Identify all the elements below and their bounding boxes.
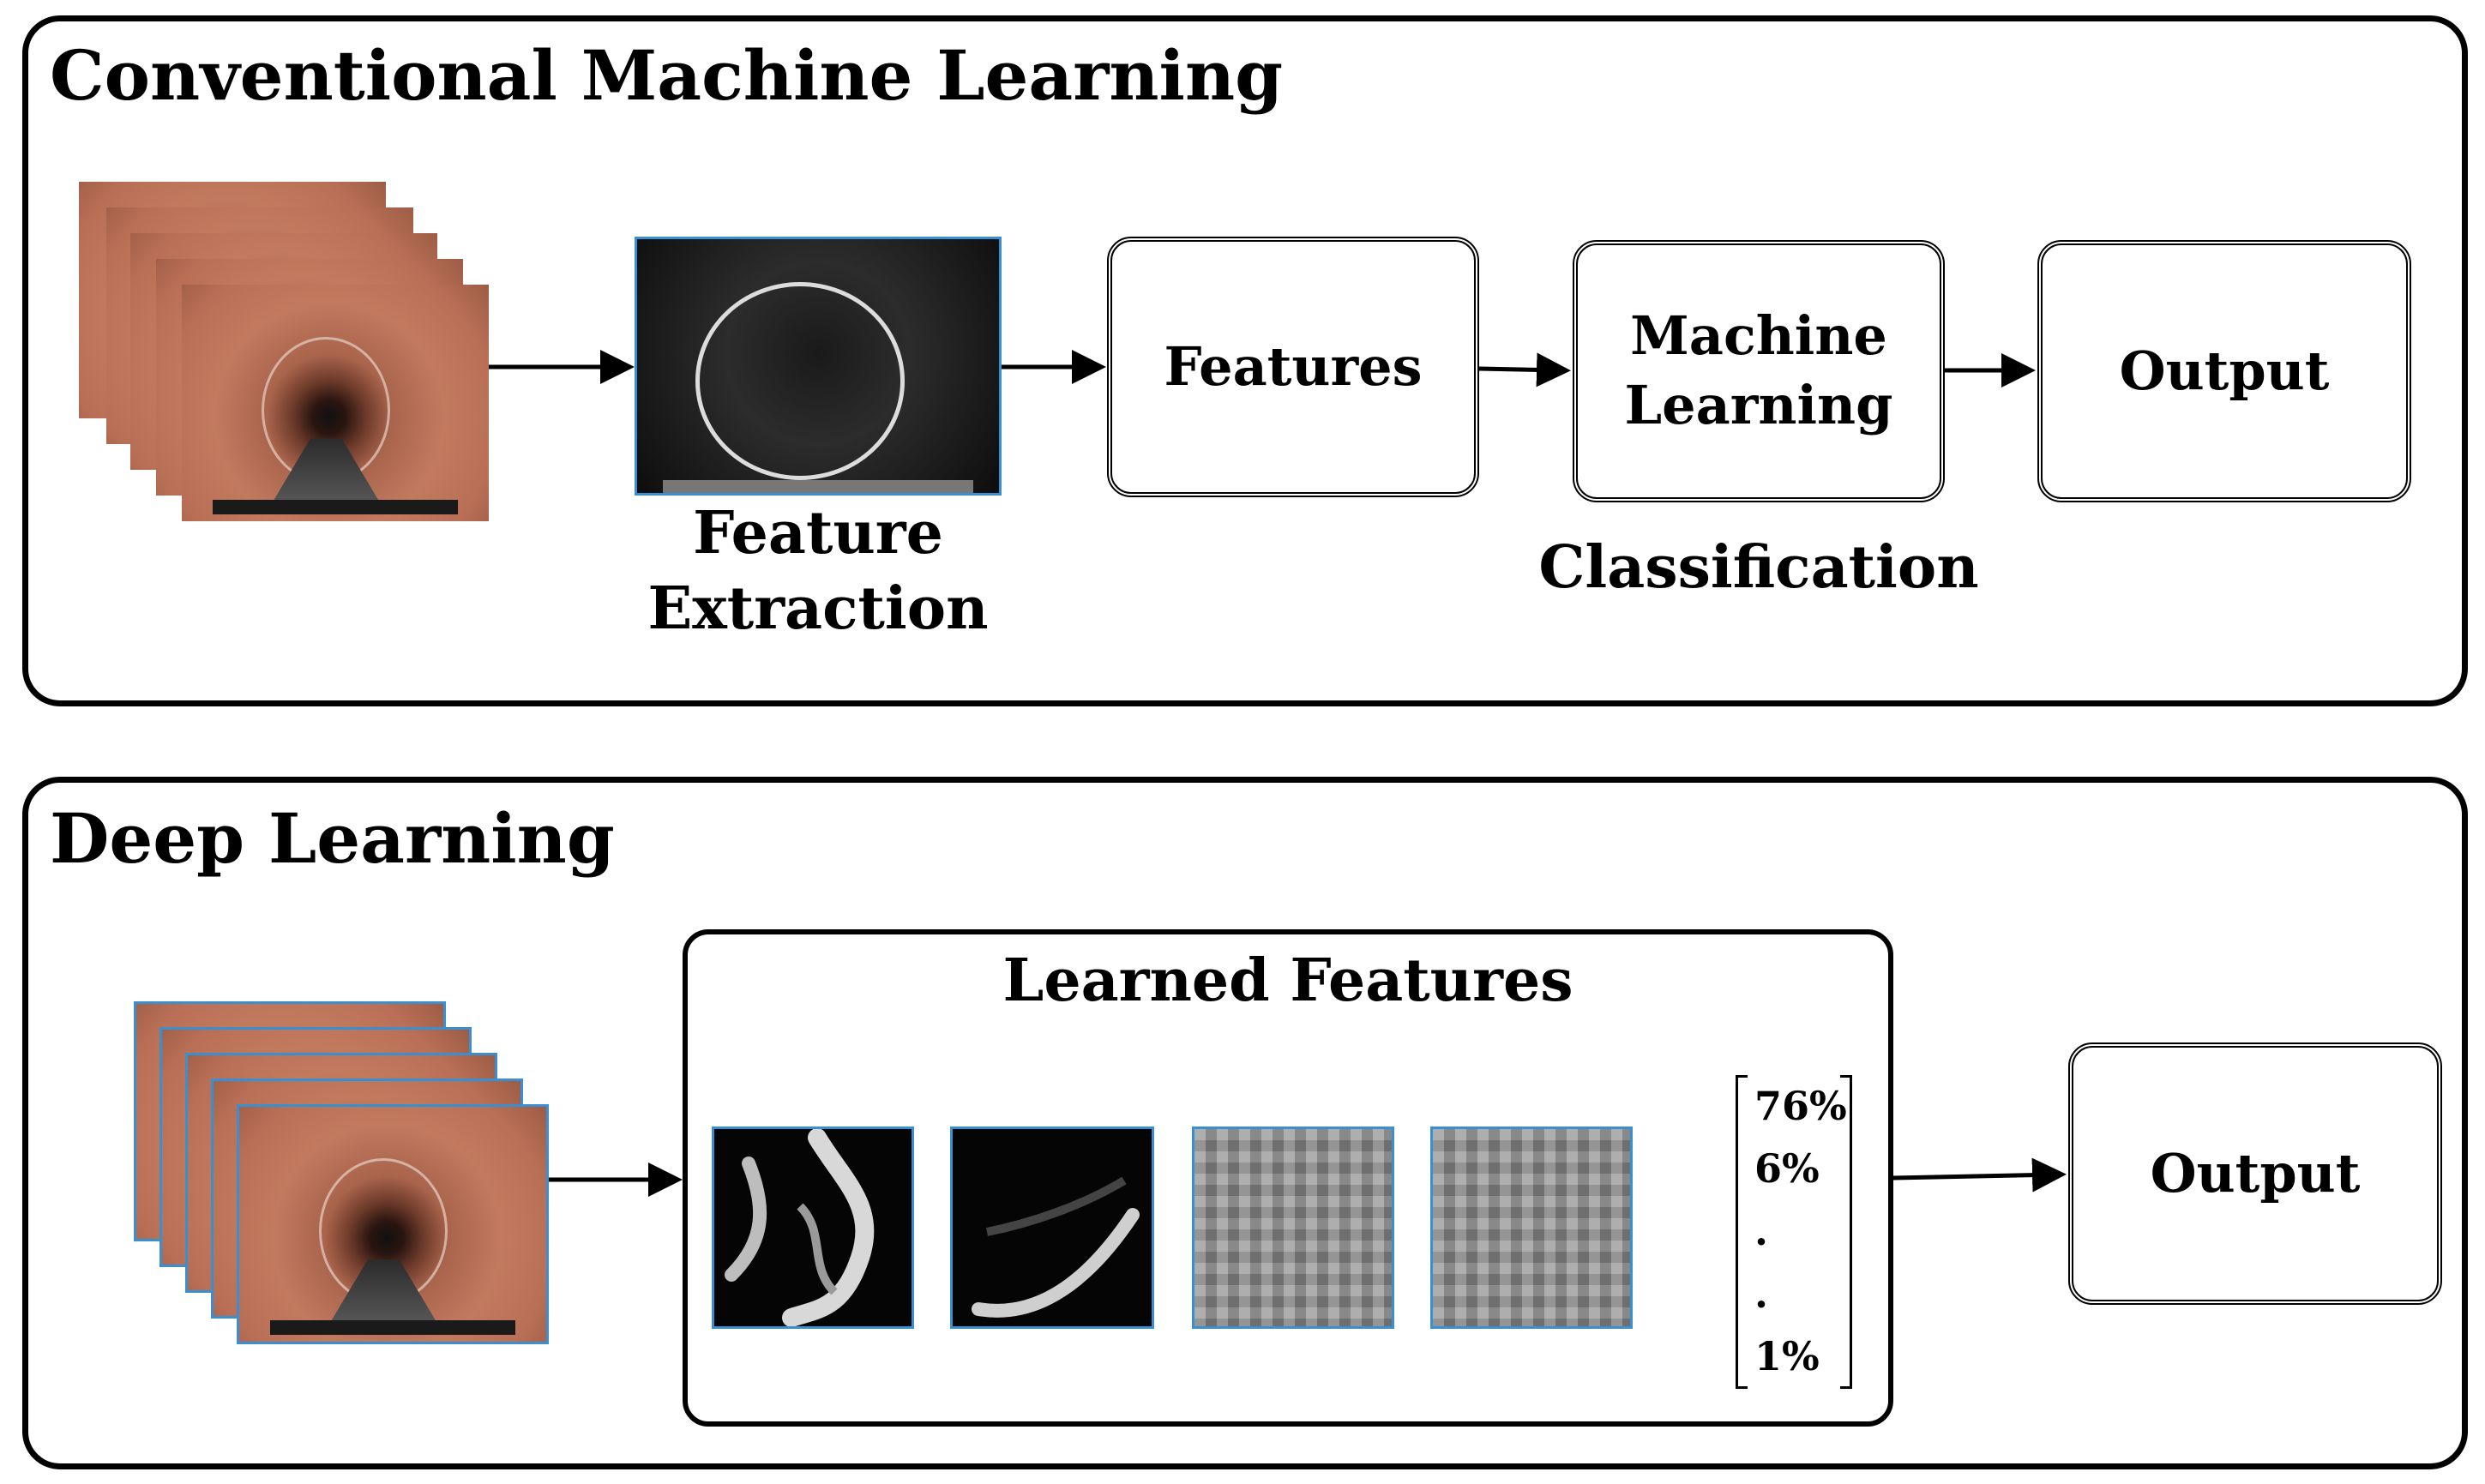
feature-map-1 [712,1127,914,1329]
vector-values: 76% 6% . . 1% [1754,1075,1847,1388]
machine-learning-line-2: Learning [1624,374,1893,436]
deep-output-box: Output [2068,1042,2442,1305]
vector-right-bracket [1840,1075,1852,1389]
machine-learning-box: Machine Learning [1573,240,1945,502]
learned-features-title: Learned Features [1002,946,1573,1015]
machine-learning-label: Machine Learning [1625,302,1893,440]
features-box: Features [1107,237,1479,497]
dl-input-image-front [237,1104,549,1344]
learned-features-box [683,929,1893,1427]
feature-map-4 [1430,1127,1633,1329]
output-probability-vector: 76% 6% . . 1% [1736,1075,1852,1389]
features-label: Features [1164,334,1423,398]
arrow-learned-to-output [1892,1157,2067,1193]
feature-map-2 [950,1127,1154,1329]
deep-learning-title: Deep Learning [50,798,615,879]
feature-map-3 [1192,1127,1394,1329]
vector-value: 76% [1754,1083,1847,1129]
conventional-output-label: Output [2119,339,2330,402]
conventional-output-box: Output [2037,240,2411,502]
deep-learning-panel [22,777,2468,1469]
deep-output-label: Output [2150,1141,2361,1205]
vector-value: . [1754,1271,1769,1317]
conventional-ml-panel [22,15,2468,706]
vector-value: . [1754,1208,1769,1254]
input-image-front [182,285,489,521]
conventional-ml-title: Conventional Machine Learning [50,35,1284,116]
feature-extraction-line-2: Extraction [647,574,989,644]
vector-value: 6% [1754,1145,1820,1192]
machine-learning-line-1: Machine [1630,304,1887,368]
feature-extraction-caption: Feature Extraction [635,496,1002,647]
feature-extraction-image [635,237,1002,496]
vector-value: 1% [1754,1333,1820,1379]
feature-extraction-line-1: Feature [693,499,943,568]
classification-caption: Classification [1538,533,1979,602]
vector-left-bracket [1736,1075,1748,1389]
arrow-features-to-ml [1478,352,1571,388]
